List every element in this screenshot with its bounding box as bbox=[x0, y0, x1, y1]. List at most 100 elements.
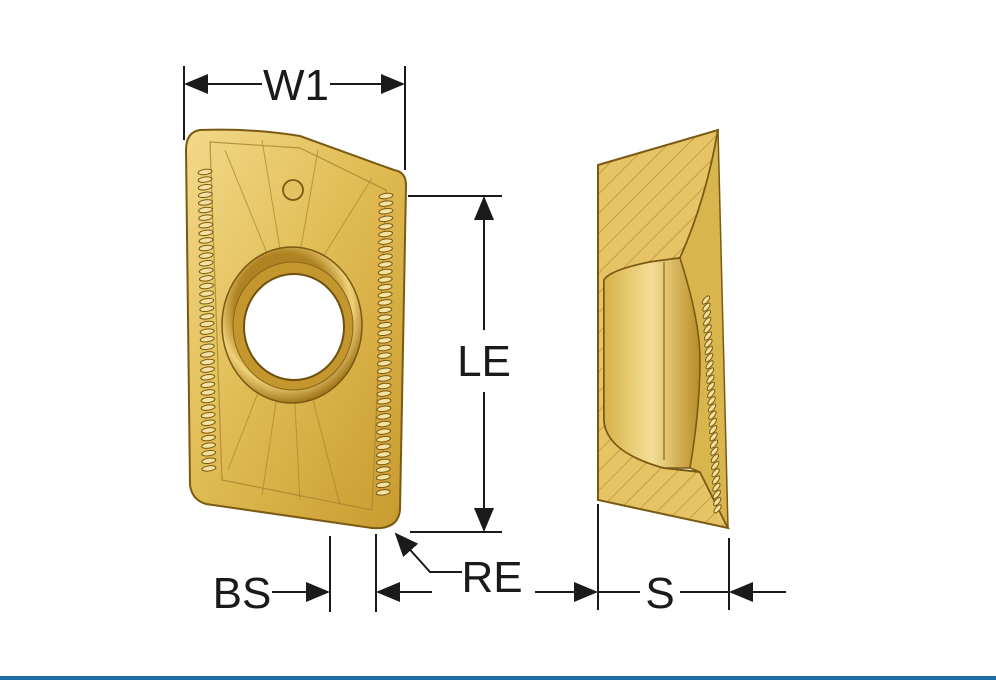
serration-groove bbox=[711, 461, 720, 471]
serration-groove bbox=[377, 337, 393, 344]
serration-groove bbox=[199, 351, 215, 358]
serration-groove bbox=[199, 282, 214, 290]
serration-groove bbox=[199, 297, 215, 305]
serration-groove bbox=[199, 343, 215, 351]
serration-groove bbox=[704, 345, 713, 355]
serration-groove bbox=[377, 276, 393, 283]
serration-groove bbox=[376, 413, 392, 420]
serration-groove bbox=[713, 504, 722, 514]
serration-groove bbox=[376, 451, 391, 458]
serration-groove bbox=[701, 295, 711, 305]
serration-groove bbox=[706, 381, 715, 391]
serration-groove bbox=[376, 367, 392, 375]
serration-groove bbox=[708, 417, 717, 427]
serration-groove bbox=[199, 320, 215, 328]
serration-groove bbox=[377, 253, 393, 261]
serration-groove bbox=[198, 267, 214, 275]
w1-label: W1 bbox=[263, 61, 329, 110]
serration-groove bbox=[200, 358, 215, 366]
serration-groove bbox=[201, 449, 217, 457]
serration-groove bbox=[376, 375, 392, 382]
serration-groove bbox=[375, 466, 391, 473]
serration-groove bbox=[377, 306, 393, 314]
insert-front-view bbox=[184, 128, 408, 530]
serration-groove bbox=[200, 411, 216, 419]
re-label: RE bbox=[461, 553, 522, 602]
serration-groove bbox=[200, 373, 216, 381]
side-view-serrations bbox=[701, 295, 722, 514]
serration-groove bbox=[377, 321, 393, 329]
serration-groove bbox=[703, 317, 712, 327]
bs-label: BS bbox=[213, 569, 272, 618]
serration-groove bbox=[197, 191, 213, 199]
serration-groove bbox=[703, 331, 713, 341]
serration-groove bbox=[712, 489, 721, 499]
serration-groove bbox=[378, 223, 394, 230]
serration-groove bbox=[201, 465, 217, 472]
serration-groove bbox=[705, 367, 715, 377]
serration-groove bbox=[200, 381, 216, 389]
re-leader bbox=[394, 532, 462, 573]
serration-groove bbox=[197, 183, 213, 191]
serration-groove bbox=[376, 435, 392, 443]
serration-groove bbox=[199, 328, 215, 335]
serration-groove bbox=[377, 291, 393, 299]
serration-groove bbox=[375, 481, 391, 489]
serration-groove bbox=[709, 425, 718, 435]
serration-groove bbox=[378, 192, 394, 200]
insert-serrations-right bbox=[375, 192, 394, 496]
serration-groove bbox=[198, 214, 214, 221]
insert-hole bbox=[243, 273, 345, 381]
serration-groove bbox=[198, 275, 214, 282]
serration-groove bbox=[378, 215, 394, 223]
serration-groove bbox=[375, 489, 391, 496]
serration-groove bbox=[201, 442, 217, 449]
serration-groove bbox=[198, 229, 214, 237]
insert-serrations-left bbox=[197, 168, 217, 472]
serration-groove bbox=[702, 309, 711, 319]
serration-groove bbox=[201, 457, 217, 465]
serration-groove bbox=[712, 482, 721, 492]
insert-side-view bbox=[597, 128, 730, 530]
side-view-bore bbox=[603, 257, 701, 469]
serration-groove bbox=[198, 221, 214, 229]
serration-groove bbox=[378, 238, 393, 245]
serration-groove bbox=[200, 427, 216, 434]
serration-groove bbox=[199, 335, 215, 343]
serration-groove bbox=[376, 443, 391, 451]
serration-groove bbox=[200, 366, 216, 373]
serration-groove bbox=[378, 207, 394, 215]
serration-groove bbox=[376, 397, 392, 405]
serration-groove bbox=[377, 344, 392, 352]
serration-groove bbox=[376, 420, 392, 428]
dimension-lines bbox=[183, 66, 786, 612]
serration-groove bbox=[376, 390, 392, 397]
serration-groove bbox=[199, 305, 215, 313]
serration-groove bbox=[378, 230, 394, 238]
serration-groove bbox=[377, 268, 393, 276]
serration-groove bbox=[702, 302, 711, 312]
serration-groove bbox=[199, 313, 215, 320]
serration-groove bbox=[377, 314, 393, 321]
serration-groove bbox=[705, 353, 714, 363]
serration-groove bbox=[706, 374, 715, 384]
serration-groove bbox=[704, 338, 713, 348]
serration-groove bbox=[378, 200, 394, 207]
serration-groove bbox=[200, 389, 216, 396]
serration-groove bbox=[200, 419, 216, 427]
serration-groove bbox=[199, 290, 215, 297]
serration-groove bbox=[200, 396, 216, 404]
bottom-rule bbox=[0, 676, 996, 680]
serration-groove bbox=[197, 199, 213, 206]
serration-groove bbox=[710, 453, 719, 463]
serration-groove bbox=[713, 497, 722, 507]
serration-groove bbox=[198, 244, 214, 252]
serration-groove bbox=[377, 329, 393, 337]
serration-groove bbox=[375, 473, 391, 481]
serration-groove bbox=[711, 475, 721, 485]
serration-groove bbox=[201, 434, 216, 442]
serration-groove bbox=[377, 299, 393, 306]
serration-groove bbox=[377, 261, 393, 268]
serration-groove bbox=[378, 245, 393, 253]
